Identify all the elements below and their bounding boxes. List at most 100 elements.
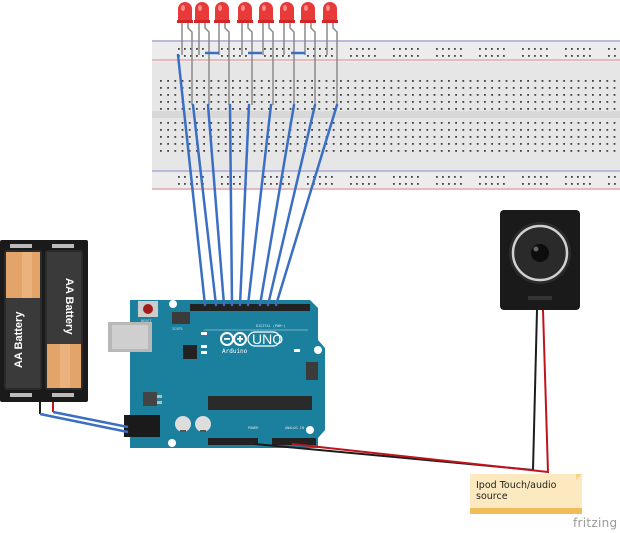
breadboard-hole [556, 129, 558, 131]
breadboard-rail-hole [196, 48, 198, 50]
breadboard-hole [397, 136, 400, 138]
breadboard-hole [361, 94, 364, 96]
breadboard-hole [599, 150, 601, 152]
breadboard-hole [512, 150, 515, 152]
breadboard-hole [584, 136, 587, 138]
breadboard-hole [613, 122, 616, 124]
breadboard-hole [563, 101, 565, 103]
breadboard-rail-hole [565, 183, 567, 185]
breadboard-hole [239, 136, 241, 138]
breadboard-rail-hole [460, 48, 462, 50]
breadboard-rail-hole [442, 183, 444, 185]
breadboard-hole [404, 150, 407, 152]
breadboard-hole [563, 150, 565, 152]
breadboard-rail-hole [608, 55, 610, 57]
breadboard-rail-hole [245, 48, 247, 50]
breadboard-rail-hole [522, 55, 524, 57]
breadboard-hole [491, 94, 493, 96]
breadboard-hole [282, 94, 285, 96]
breadboard-hole [426, 80, 429, 82]
breadboard-hole [253, 143, 256, 145]
breadboard-hole [239, 129, 241, 131]
breadboard-hole [174, 129, 177, 131]
led [301, 2, 315, 22]
breadboard-hole [289, 94, 292, 96]
breadboard-hole [527, 129, 529, 131]
breadboard-hole [268, 87, 270, 89]
breadboard-hole [397, 80, 400, 82]
breadboard-hole [476, 143, 479, 145]
breadboard-hole [332, 122, 335, 124]
breadboard-hole [455, 94, 457, 96]
breadboard-hole [412, 143, 414, 145]
breadboard-hole [433, 108, 436, 110]
breadboard-rail-hole [411, 55, 413, 57]
breadboard-rail-hole [184, 176, 186, 178]
breadboard-hole [268, 101, 270, 103]
breadboard-hole [484, 108, 486, 110]
breadboard-hole [390, 108, 393, 110]
breadboard-hole [505, 101, 508, 103]
breadboard-hole [217, 136, 220, 138]
breadboard-hole [448, 94, 450, 96]
breadboard-hole [332, 94, 335, 96]
breadboard-hole [534, 129, 537, 131]
breadboard-rail-hole [307, 183, 309, 185]
breadboard-hole [347, 101, 349, 103]
led-wire [266, 103, 317, 307]
breadboard-hole [534, 150, 537, 152]
breadboard-hole [318, 136, 321, 138]
power-header [208, 438, 258, 445]
breadboard-hole [491, 87, 493, 89]
breadboard-hole [419, 87, 421, 89]
breadboard-hole [167, 136, 169, 138]
breadboard-hole [613, 94, 616, 96]
breadboard-hole [167, 122, 169, 124]
breadboard-hole [268, 143, 270, 145]
breadboard-rail-hole [270, 48, 272, 50]
svg-text:UNO: UNO [252, 331, 283, 347]
breadboard-hole [570, 80, 573, 82]
breadboard-rail-hole [393, 183, 395, 185]
breadboard-hole [426, 101, 429, 103]
breadboard-rail-hole [436, 183, 438, 185]
breadboard-hole [556, 122, 558, 124]
audio-wires [254, 309, 550, 474]
breadboard-hole [426, 143, 429, 145]
breadboard-hole [433, 150, 436, 152]
breadboard-hole [491, 108, 493, 110]
breadboard-rail-hole [534, 176, 536, 178]
led-wire [191, 103, 218, 307]
breadboard-hole [592, 136, 594, 138]
breadboard-hole [556, 150, 558, 152]
usb-chip [183, 345, 197, 359]
breadboard-hole [599, 101, 601, 103]
breadboard-hole [174, 150, 177, 152]
breadboard-hole [390, 129, 393, 131]
breadboard-hole [440, 101, 443, 103]
breadboard-rail-hole [577, 55, 579, 57]
breadboard-rail-hole [589, 48, 591, 50]
breadboard-hole [570, 87, 573, 89]
breadboard-hole [462, 101, 465, 103]
note-fold [576, 474, 582, 480]
breadboard-hole [318, 80, 321, 82]
breadboard-hole [592, 150, 594, 152]
breadboard-hole [368, 80, 371, 82]
breadboard-rail-hole [608, 176, 610, 178]
breadboard-hole [311, 80, 313, 82]
breadboard-rail-hole [368, 176, 370, 178]
breadboard-rail-hole [528, 48, 530, 50]
breadboard-hole [332, 129, 335, 131]
breadboard-hole [599, 122, 601, 124]
breadboard-hole [498, 129, 501, 131]
breadboard-hole [419, 129, 421, 131]
led-highlight [198, 5, 202, 11]
breadboard-hole [484, 101, 486, 103]
breadboard-hole [527, 94, 529, 96]
breadboard-hole [505, 150, 508, 152]
breadboard-hole [455, 129, 457, 131]
breadboard-hole [239, 94, 241, 96]
breadboard-rail-hole [325, 48, 327, 50]
breadboard-rail-hole [614, 48, 616, 50]
